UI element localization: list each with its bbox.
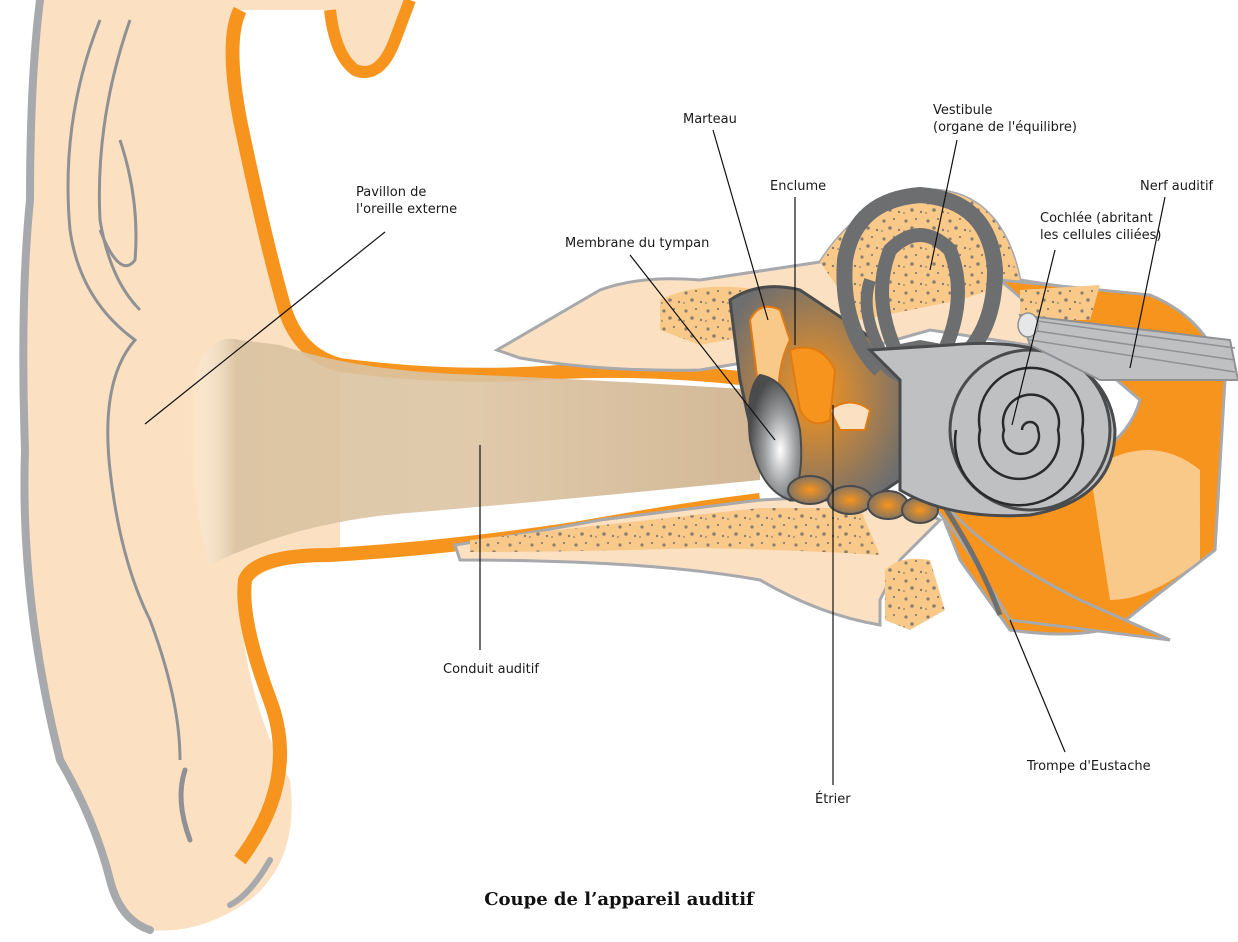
label-etrier: Étrier: [815, 791, 851, 808]
label-pavillon-line2: l'oreille externe: [356, 201, 457, 218]
label-cochlee-line2: les cellules ciliées): [1040, 227, 1161, 244]
label-enclume: Enclume: [770, 178, 826, 195]
label-vestibule-line1: Vestibule: [933, 102, 1077, 119]
label-tympan: Membrane du tympan: [565, 235, 709, 252]
label-cochlee: Cochlée (abritant les cellules ciliées): [1040, 210, 1161, 244]
label-nerf: Nerf auditif: [1140, 178, 1213, 195]
label-marteau: Marteau: [683, 111, 737, 128]
label-vestibule: Vestibule (organe de l'équilibre): [933, 102, 1077, 136]
diagram-title: Coupe de l’appareil auditif: [0, 889, 1238, 910]
leader-eustache: [1010, 620, 1065, 752]
label-eustache: Trompe d'Eustache: [1027, 758, 1151, 775]
label-conduit: Conduit auditif: [443, 661, 539, 678]
label-vestibule-line2: (organe de l'équilibre): [933, 119, 1077, 136]
label-cochlee-line1: Cochlée (abritant: [1040, 210, 1161, 227]
label-pavillon: Pavillon de l'oreille externe: [356, 184, 457, 218]
label-pavillon-line1: Pavillon de: [356, 184, 457, 201]
